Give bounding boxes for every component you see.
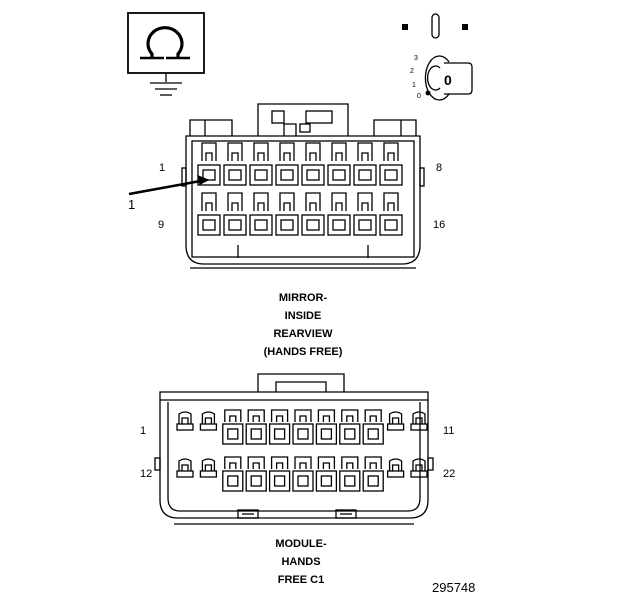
mirror-cavity xyxy=(275,142,299,186)
mirror-pin-1-label: 1 xyxy=(159,162,166,174)
callout-number: 1 xyxy=(128,197,136,212)
module-cavity xyxy=(268,409,291,445)
ignition-position-1: 1 xyxy=(412,82,416,89)
ignition-key-icon xyxy=(402,13,473,101)
mirror-cavity xyxy=(223,192,247,236)
omega-ground-icon xyxy=(127,12,205,96)
module-cavity xyxy=(176,458,194,478)
module-pin-22-label: 22 xyxy=(443,468,456,480)
ignition-key-label: 0 xyxy=(444,72,452,88)
document-number: 295748 xyxy=(432,580,476,595)
mirror-cavity xyxy=(379,192,403,236)
mirror-cavity xyxy=(249,142,273,186)
mirror-connector-title-4: (HANDS FREE) xyxy=(263,346,343,358)
mirror-pin-8-label: 8 xyxy=(436,162,443,174)
module-connector-title-3: FREE C1 xyxy=(277,574,325,586)
mirror-cavities xyxy=(197,142,403,236)
ignition-position-2: 2 xyxy=(410,68,414,75)
mirror-cavity xyxy=(301,142,325,186)
module-cavity xyxy=(339,456,361,492)
module-cavity xyxy=(362,409,384,445)
module-cavity xyxy=(245,456,267,492)
module-cavity xyxy=(386,458,405,478)
mirror-cavity xyxy=(223,142,247,186)
mirror-cavity xyxy=(353,142,377,186)
module-cavity xyxy=(386,411,405,431)
module-cavity xyxy=(315,409,338,445)
mirror-cavity xyxy=(327,192,351,236)
module-cavity xyxy=(268,456,291,492)
module-cavity xyxy=(199,411,218,431)
module-cavity xyxy=(410,458,428,478)
mirror-cavity xyxy=(249,192,273,236)
module-cavity xyxy=(245,409,267,445)
module-pin-12-label: 12 xyxy=(140,468,153,480)
mirror-connector-title-1: MIRROR- xyxy=(278,292,328,304)
mirror-connector-title-2: INSIDE xyxy=(284,310,322,322)
mirror-cavity xyxy=(275,192,299,236)
module-cavity xyxy=(199,458,218,478)
module-cavity xyxy=(362,456,384,492)
module-cavity xyxy=(339,409,361,445)
mirror-cavity xyxy=(197,192,221,236)
module-pin-11-label: 11 xyxy=(443,425,455,437)
mirror-connector xyxy=(128,103,425,269)
module-connector-title-2: HANDS xyxy=(281,556,321,568)
module-pin-1-label: 1 xyxy=(140,425,147,437)
mirror-cavity xyxy=(327,142,351,186)
mirror-pin-9-label: 9 xyxy=(158,219,165,231)
mirror-cavity xyxy=(301,192,325,236)
module-cavities xyxy=(176,409,428,492)
ignition-position-3: 3 xyxy=(414,55,418,62)
module-connector-title-1: MODULE- xyxy=(275,538,327,550)
module-cavity xyxy=(292,456,314,492)
module-cavity xyxy=(222,409,244,445)
module-connector xyxy=(154,373,434,525)
module-cavity xyxy=(176,411,194,431)
module-cavity xyxy=(410,411,428,431)
ignition-position-0: 0 xyxy=(417,93,421,100)
module-cavity xyxy=(222,456,244,492)
mirror-pin-16-label: 16 xyxy=(433,219,446,231)
module-cavity xyxy=(292,409,314,445)
mirror-connector-title-3: REARVIEW xyxy=(273,328,333,340)
mirror-cavity xyxy=(353,192,377,236)
module-cavity xyxy=(315,456,338,492)
mirror-cavity xyxy=(379,142,403,186)
